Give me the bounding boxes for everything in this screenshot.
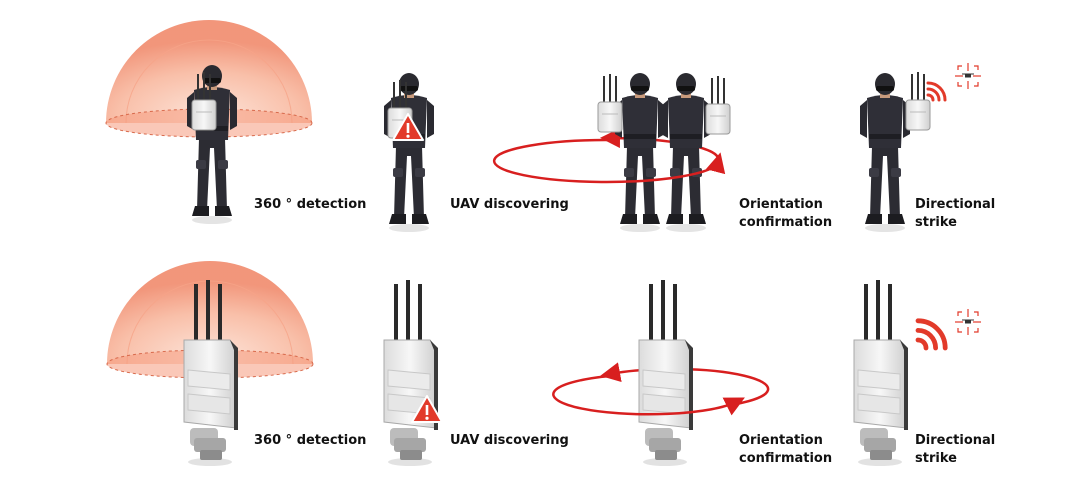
- step-label: Directional strike: [915, 197, 996, 230]
- signal-icon: [926, 81, 947, 102]
- handheld-device: [905, 71, 931, 131]
- detection-device: [637, 278, 695, 468]
- rotation-arrow-front: [552, 374, 745, 416]
- soldier-figure: [661, 73, 711, 232]
- soldier-figure: [615, 73, 665, 232]
- step-label: Orientation confirmation: [739, 433, 833, 466]
- signal-icon: [918, 321, 945, 348]
- detection-device: [852, 278, 910, 468]
- step-label: 360 ° detection: [254, 197, 367, 212]
- drone-target-icon: [954, 308, 982, 336]
- drone-target-icon: [954, 62, 982, 90]
- handheld-device: [705, 75, 731, 135]
- step-label: UAV discovering: [450, 433, 569, 448]
- soldier-figure: [860, 73, 910, 232]
- step-label: UAV discovering: [450, 197, 569, 212]
- step-label: 360 ° detection: [254, 433, 367, 448]
- soldier-figure: [384, 73, 434, 232]
- rotation-arrow-front: [492, 138, 726, 184]
- step-label: Orientation confirmation: [739, 197, 833, 230]
- handheld-device: [597, 73, 623, 133]
- detection-device: [382, 278, 440, 468]
- step-label: Directional strike: [915, 433, 996, 466]
